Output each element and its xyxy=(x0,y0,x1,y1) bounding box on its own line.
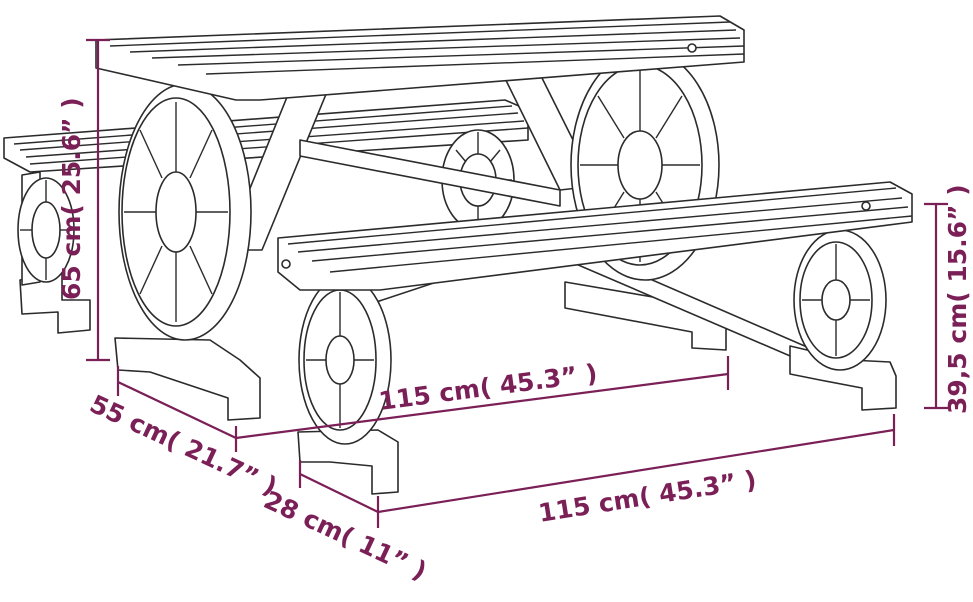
dimension-table-length-label: 115 cm( 45.3” ) xyxy=(377,358,599,415)
dimension-bench-length-label: 115 cm( 45.3” ) xyxy=(536,465,758,528)
dimension-lines xyxy=(86,38,948,528)
dimension-bench-height-label: 39,5 cm( 15.6” ) xyxy=(943,184,972,414)
front-bench xyxy=(277,181,913,495)
dimension-height-label: 65 cm( 25.6” ) xyxy=(57,97,86,300)
table-left-wheel xyxy=(114,83,261,421)
dimension-bench-depth-label: 28 cm( 11” ) xyxy=(259,485,431,586)
